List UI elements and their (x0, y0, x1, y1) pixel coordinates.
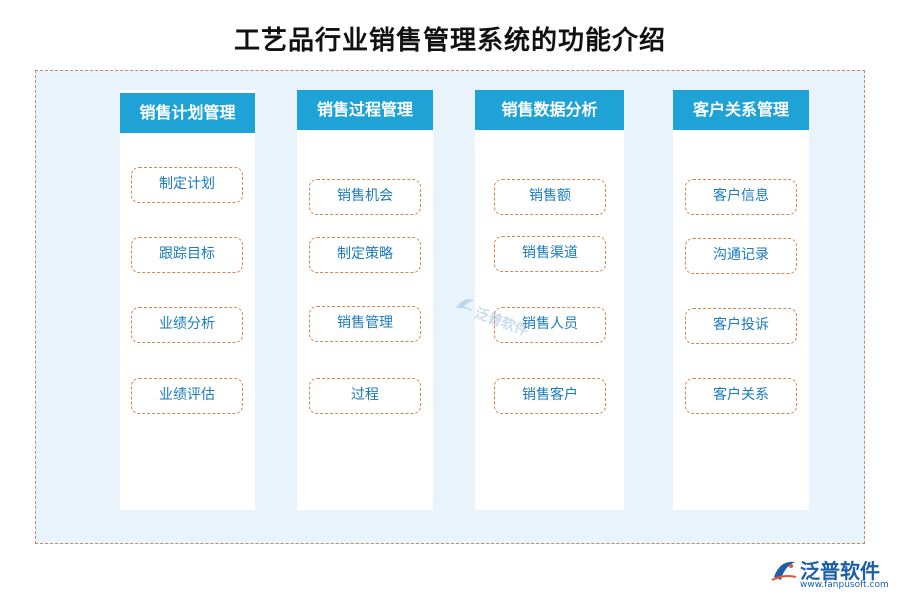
column-header: 销售数据分析 (475, 90, 624, 130)
item-box: 销售渠道 (494, 236, 606, 272)
column-sales-data: 销售数据分析 销售额 销售渠道 销售人员 销售客户 (475, 90, 624, 510)
item-box: 销售额 (494, 179, 606, 215)
watermark-logo-icon (455, 299, 475, 312)
item-box: 业绩评估 (131, 378, 243, 414)
item-box: 跟踪目标 (131, 237, 243, 273)
item-box: 沟通记录 (685, 238, 797, 274)
item-box: 销售客户 (494, 378, 606, 414)
item-box: 业绩分析 (131, 307, 243, 343)
brand-logo-icon (771, 561, 797, 581)
item-box: 客户投诉 (685, 308, 797, 344)
item-box: 销售人员 (494, 307, 606, 343)
brand-name: 泛普软件 (800, 559, 880, 583)
item-box: 过程 (309, 378, 421, 414)
page-title: 工艺品行业销售管理系统的功能介绍 (233, 26, 666, 56)
column-header: 客户关系管理 (673, 90, 809, 130)
column-sales-plan: 销售计划管理 制定计划 跟踪目标 业绩分析 业绩评估 (120, 90, 255, 510)
column-sales-process: 销售过程管理 销售机会 制定策略 销售管理 过程 (297, 90, 433, 510)
item-box: 制定策略 (309, 237, 421, 273)
column-header: 销售计划管理 (120, 93, 255, 133)
column-customer-relations: 客户关系管理 客户信息 沟通记录 客户投诉 客户关系 (673, 90, 809, 510)
item-box: 客户信息 (685, 179, 797, 215)
watermark: 泛普软件 (449, 291, 534, 347)
brand-logo: 泛普软件 www.fanpusoft.com (770, 555, 895, 595)
item-box: 客户关系 (685, 378, 797, 414)
item-box: 销售管理 (309, 306, 421, 342)
column-header: 销售过程管理 (297, 90, 433, 130)
item-box: 销售机会 (309, 179, 421, 215)
brand-url: www.fanpusoft.com (800, 580, 889, 590)
item-box: 制定计划 (131, 167, 243, 203)
